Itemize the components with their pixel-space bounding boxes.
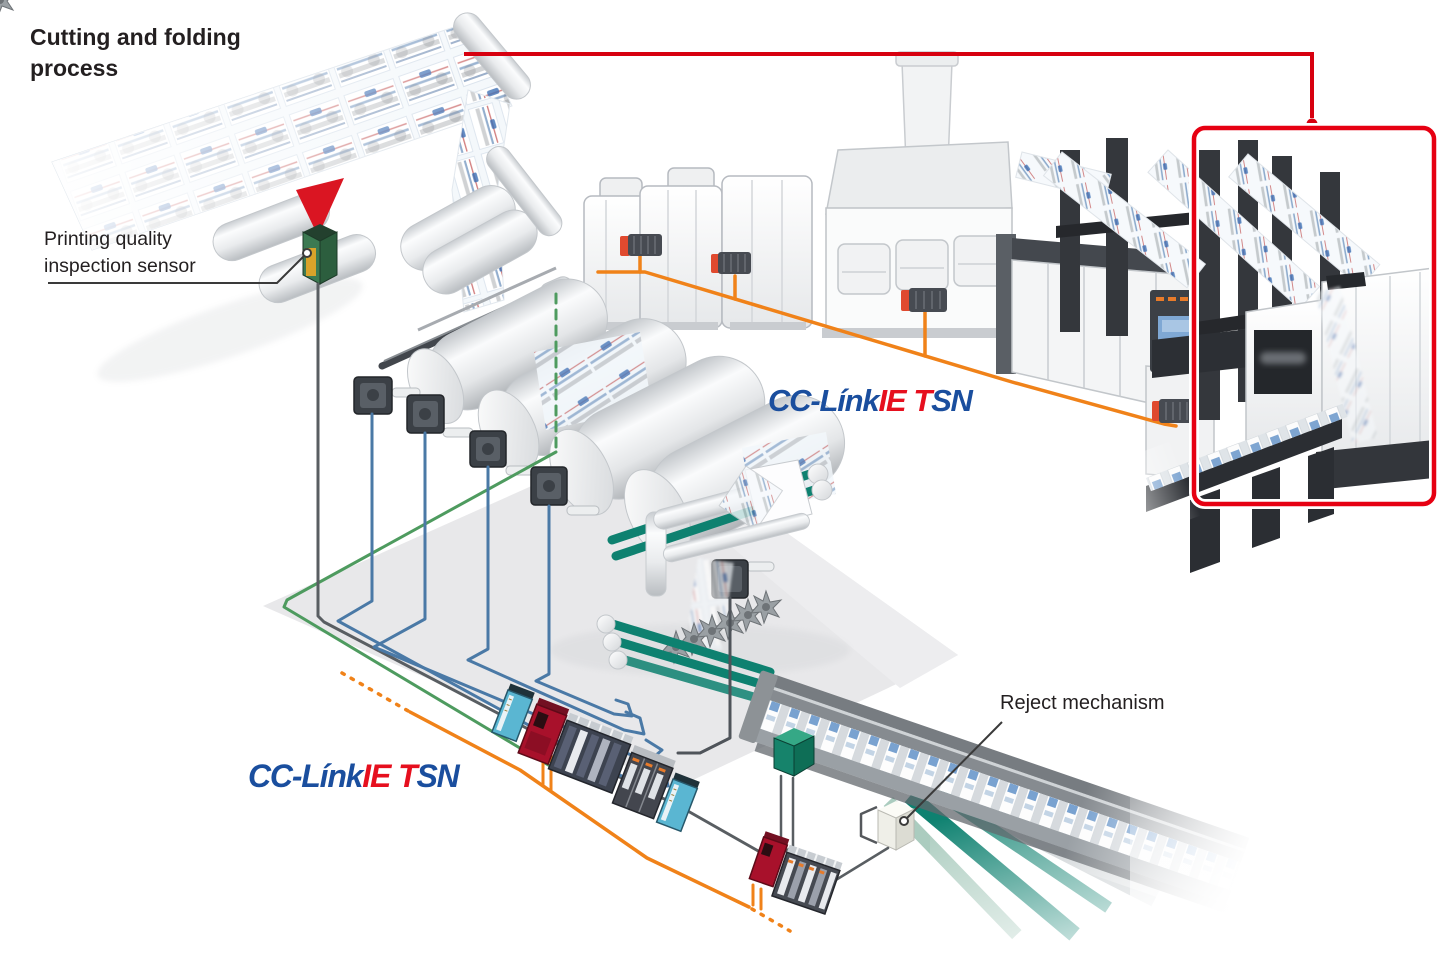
cutter-frame <box>645 459 813 597</box>
servo-motor-4 <box>530 466 600 516</box>
network-device-group <box>620 234 1193 423</box>
inspection-sensor-label: Printing quality inspection sensor <box>44 228 196 277</box>
printed-web-area <box>51 12 563 382</box>
plc-rack-1 <box>490 683 700 833</box>
cylinder-drum-group <box>353 266 846 560</box>
conveyor-sensor <box>773 728 815 777</box>
network-device-3 <box>901 288 947 312</box>
plc-io-modules <box>547 712 634 795</box>
plc-rack-2 <box>748 831 843 916</box>
title-line-2: process <box>30 55 119 81</box>
servo-amp-left <box>490 683 535 743</box>
reject-mechanism-label: Reject mechanism <box>1000 692 1165 714</box>
press-main-unit <box>822 51 1018 338</box>
drive-modules <box>611 745 676 820</box>
cutter-motor-cable <box>676 596 732 755</box>
cutter-assembly <box>0 0 850 709</box>
inspection-sensor <box>302 224 338 285</box>
press-unit-group <box>583 167 813 330</box>
callout-dot <box>899 816 909 826</box>
highlight-box <box>1189 123 1439 509</box>
network-device-4 <box>1152 399 1193 423</box>
star-wheels <box>0 0 782 664</box>
network-device-2 <box>711 252 751 274</box>
printing-press-line <box>583 51 1215 481</box>
title-line-1: Cutting and folding <box>30 24 241 50</box>
highlight-connector-line <box>464 52 1318 130</box>
servo-amp-right <box>655 772 700 833</box>
reject-callout <box>899 721 1003 826</box>
network-device-1 <box>620 234 662 256</box>
sensor-callout <box>48 248 312 284</box>
page-title: Cutting and folding process <box>30 22 241 84</box>
web-entry-slot <box>1326 272 1366 290</box>
plc2-cpu-module <box>748 835 789 888</box>
inspection-conveyor <box>738 670 1310 980</box>
lower-belts <box>596 614 783 709</box>
inspection-beam <box>296 178 344 236</box>
callout-dot <box>302 248 312 258</box>
plc-cpu-module <box>517 697 570 766</box>
